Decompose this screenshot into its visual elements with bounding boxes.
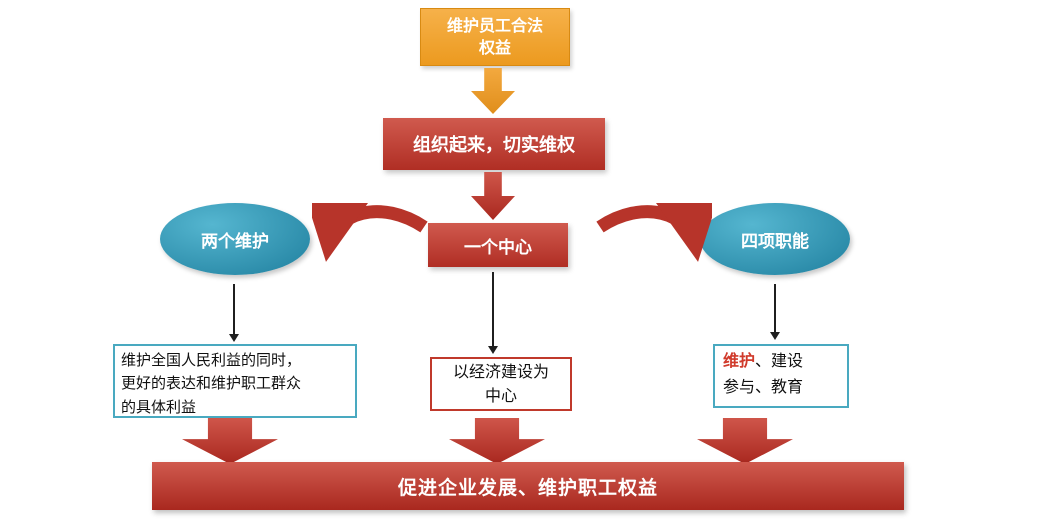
node-bottom-goal-label: 促进企业发展、维护职工权益 [397, 476, 658, 499]
big-down-arrow-center [449, 418, 545, 464]
node-four-functions: 四项职能 [700, 203, 850, 275]
detail-center-line2: 中心 [484, 386, 517, 405]
node-four-functions-label: 四项职能 [741, 231, 809, 252]
connector-arrowhead-icon [488, 346, 498, 354]
node-one-center: 一个中心 [428, 223, 568, 267]
connector-line [233, 284, 235, 334]
connector-line [774, 284, 776, 332]
detail-box-left: 维护全国人民利益的同时， 更好的表达和维护职工群众 的具体利益 [113, 344, 357, 418]
curved-arrow-right-icon [596, 203, 712, 262]
detail-right-line1: 维护、建设 [723, 348, 839, 374]
node-organize-label: 组织起来，切实维权 [413, 135, 575, 156]
curved-arrow-left-icon [312, 203, 428, 262]
connector-arrow-left [228, 284, 240, 342]
connector-arrowhead-icon [229, 334, 239, 342]
detail-left-line3: 的具体利益 [121, 397, 197, 416]
connector-arrow-center [487, 272, 499, 354]
node-bottom-goal: 促进企业发展、维护职工权益 [152, 462, 904, 510]
detail-right-highlight: 维护 [723, 351, 756, 370]
detail-center-line1: 以经济建设为 [452, 362, 549, 381]
connector-line [492, 272, 494, 346]
node-one-center-label: 一个中心 [464, 237, 532, 258]
connector-arrow-right [769, 284, 781, 340]
node-organize: 组织起来，切实维权 [383, 118, 605, 170]
node-protect-rights: 维护员工合法 权益 [420, 8, 570, 66]
connector-arrowhead-icon [770, 332, 780, 340]
detail-box-center: 以经济建设为 中心 [430, 357, 572, 411]
detail-left-line2: 更好的表达和维护职工群众 [121, 374, 302, 393]
down-arrow-orange [471, 68, 515, 114]
down-arrow-red [471, 172, 515, 220]
node-two-protections: 两个维护 [160, 203, 310, 275]
detail-box-right: 维护、建设 参与、教育 [713, 344, 849, 408]
big-down-arrow-left [182, 418, 278, 464]
detail-right-line2: 参与、教育 [723, 376, 804, 396]
big-down-arrow-right [697, 418, 793, 464]
node-protect-rights-line1: 维护员工合法 [446, 16, 543, 36]
node-two-protections-label: 两个维护 [201, 231, 269, 252]
detail-right-line1-rest: 、建设 [755, 351, 804, 370]
node-protect-rights-line2: 权益 [478, 38, 511, 57]
detail-left-line1: 维护全国人民利益的同时， [121, 351, 302, 369]
